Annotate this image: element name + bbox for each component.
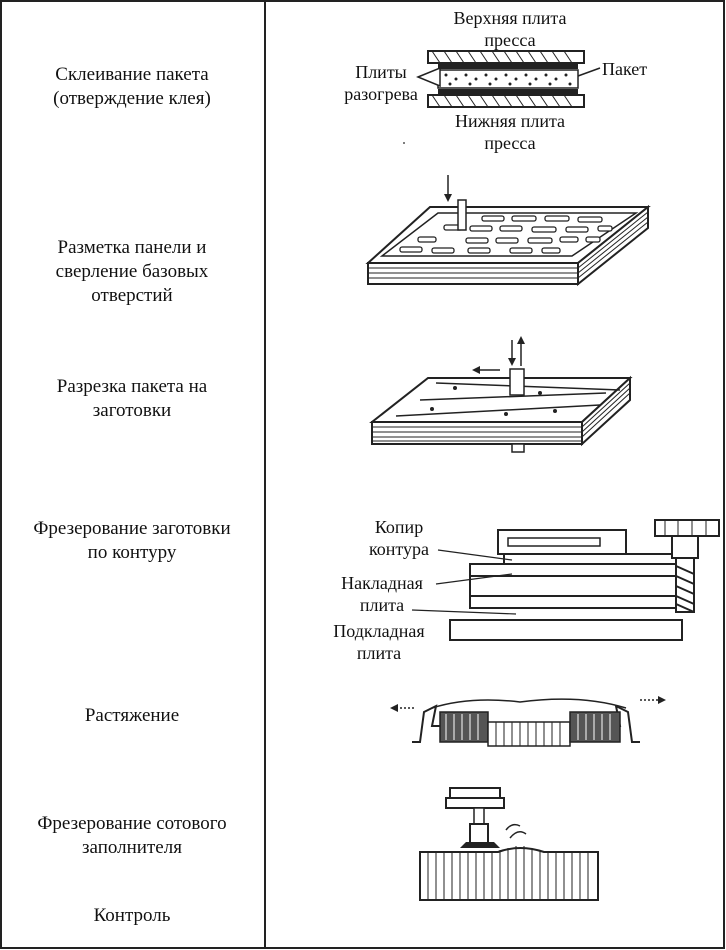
step-3-line-2: заготовки [92,400,172,421]
step-4-line-1: Фрезерование заготовки [33,518,231,539]
step-marking-label: Разметка панели и сверление базовых отве… [0,236,264,308]
step-6-line-1: Фрезерование сотового [37,813,227,834]
step-2-line-1: Разметка панели и [57,237,207,258]
step-gluing-label: Склеивание пакета (отверждение клея) [0,63,264,111]
underlay-plate-caption: Подкладная плита [318,620,440,664]
step-3-line-1: Разрезка пакета на [56,376,208,397]
press-package-caption: Пакет [602,59,648,79]
underlay-line-1: Подкладная [333,621,425,641]
underlay-line-2: плита [356,643,402,663]
step-control-label: Контроль [0,904,264,928]
step-7-line-1: Контроль [93,905,171,926]
step-4-line-2: по контуру [87,542,177,563]
overlay-plate-caption: Накладная плита [328,572,436,616]
lower-plate-line-1: Нижняя плита [454,111,566,131]
step-2-line-3: отверстий [91,285,173,306]
heating-line-2: разогрева [344,84,418,104]
step-6-line-2: заполнителя [82,837,182,858]
overlay-line-2: плита [359,595,405,615]
step-contour-milling-label: Фрезерование заготовки по контуру [0,517,264,565]
copier-line-1: Копир [374,517,424,537]
lower-plate-line-2: пресса [484,133,536,153]
overlay-line-1: Накладная [341,573,423,593]
heating-line-1: Плиты [355,62,407,82]
step-2-line-2: сверление базовых [55,261,209,282]
copier-caption: Копир контура [356,516,442,560]
upper-plate-line-2: пресса [484,30,536,50]
step-honeycomb-milling-label: Фрезерование сотового заполнителя [0,812,264,860]
step-stretching-label: Растяжение [0,704,264,728]
step-1-line-1: Склеивание пакета [55,64,209,85]
copier-line-2: контура [368,539,430,559]
press-upper-plate-caption: Верхняя плита пресса [420,7,600,51]
step-cutting-label: Разрезка пакета на заготовки [0,375,264,423]
upper-plate-line-1: Верхняя плита [453,8,567,28]
press-lower-plate-caption: Нижняя плита пресса [420,110,600,154]
step-1-line-2: (отверждение клея) [53,88,211,109]
press-heating-plates-caption: Плиты разогрева [328,61,434,105]
step-5-line-1: Растяжение [84,705,180,726]
